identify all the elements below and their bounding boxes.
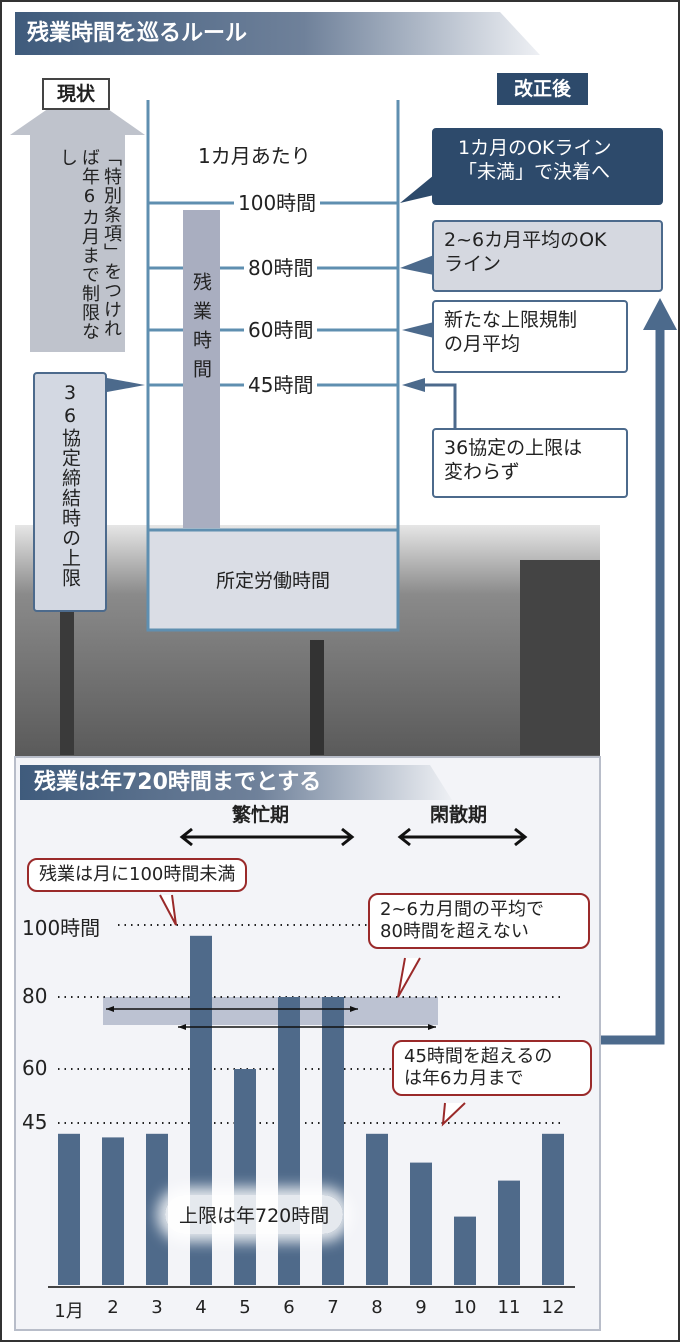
bar-3 [146, 1133, 168, 1285]
bar-7 [322, 997, 344, 1285]
special-clause-text: 「特別条項」をつければ年6カ月まで制限なし [57, 148, 122, 341]
bar-12 [542, 1133, 564, 1285]
current-label: 現状 [42, 78, 110, 110]
box-line: 「未満」で決着へ [458, 161, 611, 183]
box-line: ライン [444, 253, 502, 275]
x-tick-label: 7 [327, 1297, 339, 1318]
bar-6 [278, 997, 300, 1285]
agreement36-box: 36協定締結時の上限 [33, 372, 107, 612]
x-tick-label: 4 [195, 1297, 207, 1318]
note-pointer [159, 894, 177, 926]
x-tick-label: 10 [453, 1297, 477, 1318]
x-tick-label: 1月 [54, 1301, 84, 1322]
slow-period-label: 閑散期 [430, 804, 488, 826]
box-line: の月平均 [444, 333, 521, 355]
revised-label: 改正後 [497, 73, 588, 105]
chart-title: 残業は年720時間までとする [34, 770, 322, 795]
note-pointer [397, 957, 421, 998]
note-line: は年6カ月まで [404, 1068, 524, 1089]
revised-box-average: 2~6カ月平均のOK ライン [432, 220, 663, 292]
arrow-head [106, 1006, 114, 1012]
note-line: 45時間を超えるの [404, 1046, 553, 1067]
y-tick-label: 100時間 [22, 916, 101, 940]
box-line: 2~6カ月平均のOK [444, 229, 607, 251]
title-banner [15, 12, 540, 55]
revised-box-36-unchanged: 36協定の上限は 変わらず [432, 428, 628, 498]
revised-box-new-limit: 新たな上限規制 の月平均 [432, 300, 628, 373]
bar-1 [58, 1133, 80, 1285]
average-band [103, 997, 438, 1025]
x-tick-label: 6 [283, 1297, 295, 1318]
overtime-bar-label: 残業時間 [190, 272, 212, 388]
x-tick-label: 5 [239, 1297, 251, 1318]
overtime-bar [183, 210, 220, 528]
note-over45: 45時間を超えるの は年6カ月まで [392, 1040, 592, 1096]
y-tick-label: 60 [22, 1056, 48, 1080]
agreement36-text: 36協定締結時の上限 [59, 382, 81, 588]
bar-2 [102, 1137, 124, 1285]
box-line: 変わらず [444, 461, 520, 483]
box-line: 36協定の上限は [444, 437, 583, 459]
box-line: 1カ月のOKライン [458, 137, 612, 159]
arrow-head [178, 1024, 186, 1030]
y-tick-label: 80 [22, 984, 48, 1008]
note-monthly-limit: 残業は月に100時間未満 [27, 858, 248, 892]
x-tick-label: 12 [541, 1297, 565, 1318]
up-arrow [10, 88, 145, 352]
annual-cap-label: 上限は年720時間 [165, 1195, 344, 1234]
bar-10 [454, 1216, 476, 1285]
revised-box-monthly: 1カ月のOKライン 「未満」で決着へ [432, 128, 663, 205]
x-tick-label: 2 [107, 1297, 119, 1318]
box-line: 新たな上限規制 [444, 309, 578, 331]
y-tick-label: 45 [22, 1110, 48, 1134]
note-line: 2~6カ月間の平均で [380, 899, 544, 920]
page-title: 残業時間を巡るルール [27, 21, 248, 46]
hour-line-60: 60時間 [244, 319, 318, 341]
x-tick-label: 8 [371, 1297, 383, 1318]
x-tick-label: 3 [151, 1297, 163, 1318]
bar-9 [410, 1162, 432, 1285]
note-pointer [441, 1102, 466, 1127]
x-tick-label: 9 [415, 1297, 427, 1318]
x-tick-label: 11 [497, 1297, 521, 1318]
arrow-head [428, 1024, 436, 1030]
standard-hours-box [146, 528, 400, 632]
standard-hours-label: 所定労働時間 [215, 570, 330, 592]
note-line: 80時間を超えない [380, 921, 529, 942]
hour-line-45: 45時間 [244, 374, 318, 396]
note-average-limit: 2~6カ月間の平均で 80時間を超えない [368, 893, 590, 949]
bar-11 [498, 1180, 520, 1285]
hour-line-80: 80時間 [244, 257, 318, 279]
per-month-label: 1カ月あたり [198, 144, 311, 168]
bar-8 [366, 1133, 388, 1285]
hour-line-100: 100時間 [234, 192, 321, 214]
bar-5 [234, 1069, 256, 1285]
busy-period-label: 繁忙期 [232, 804, 290, 826]
arrow-head [350, 1006, 358, 1012]
